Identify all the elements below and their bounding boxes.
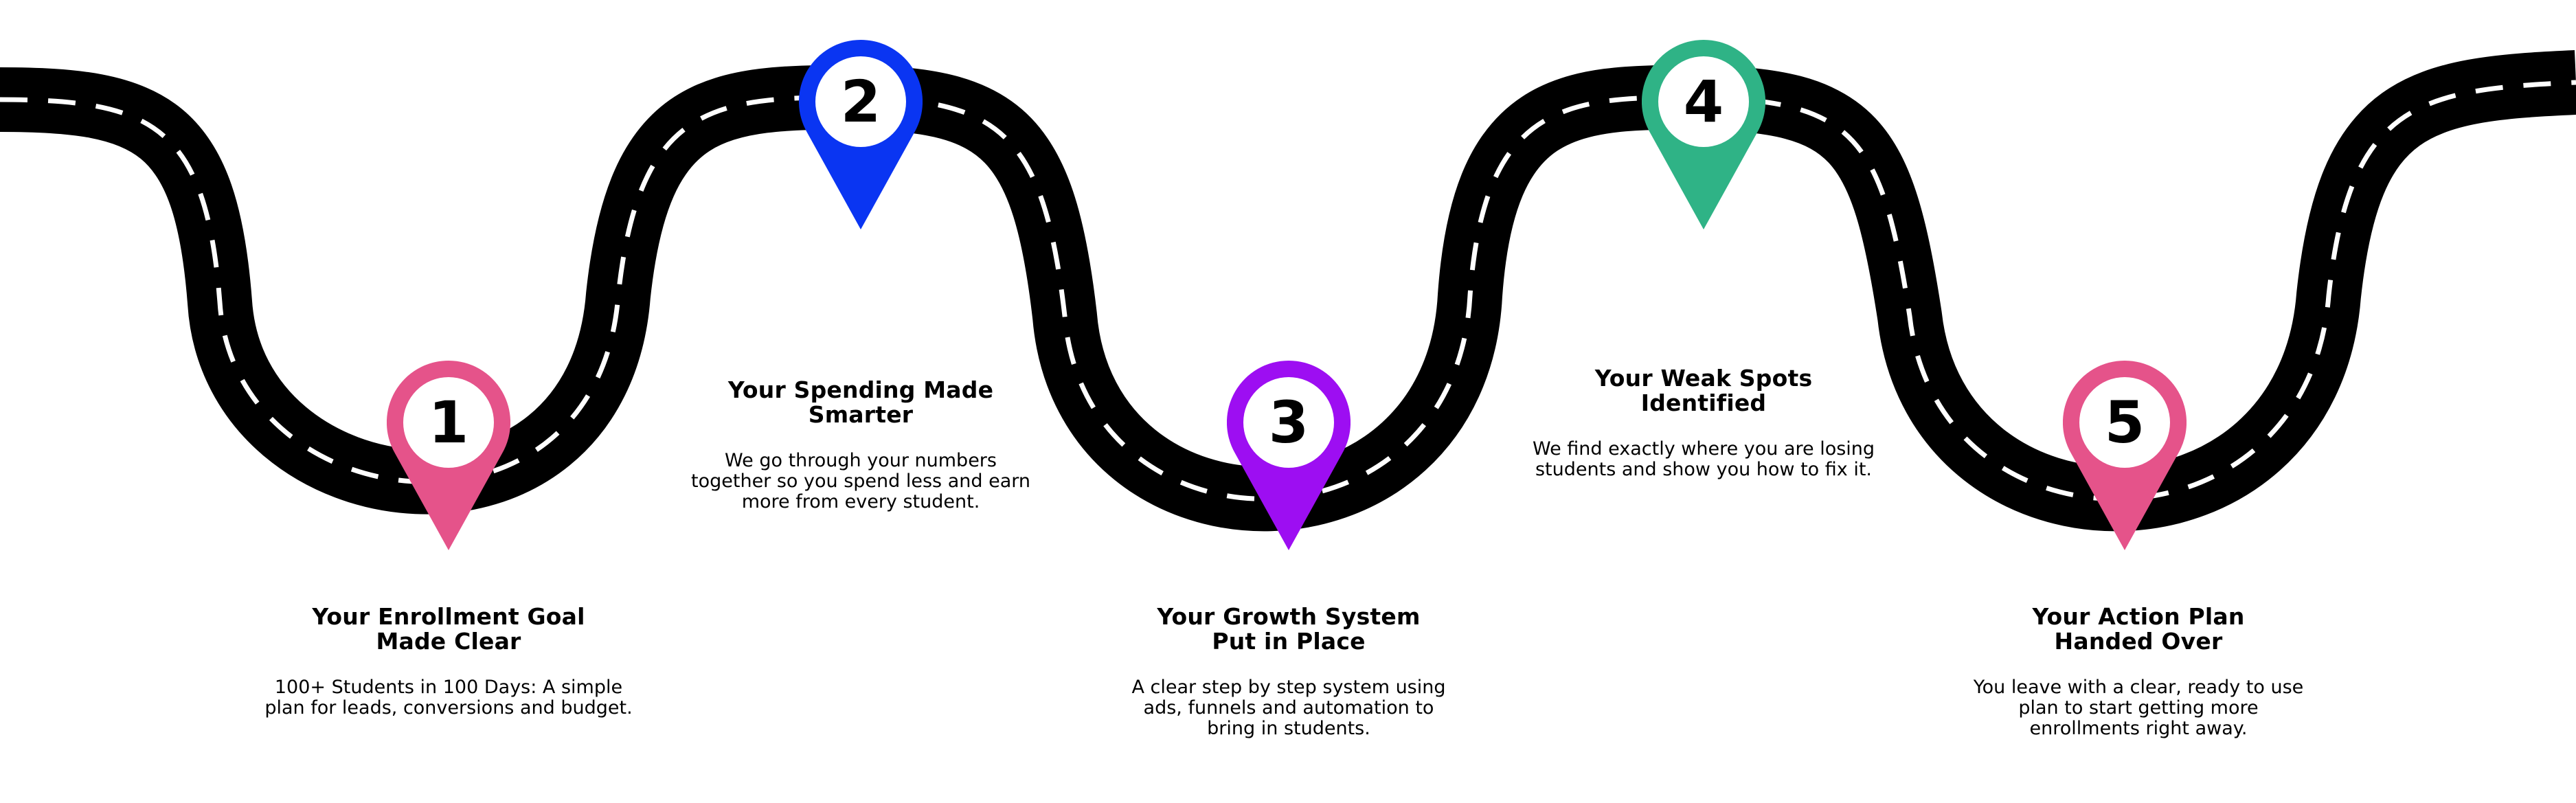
- step-title-line: Put in Place: [1212, 628, 1366, 655]
- step-description-line: 100+ Students in 100 Days: A simple: [274, 677, 623, 698]
- step-description-line: plan for leads, conversions and budget.: [264, 697, 633, 719]
- pin-number: 3: [1268, 389, 1309, 456]
- map-pin-icon: [2063, 361, 2187, 550]
- step-description-line: We go through your numbers: [725, 450, 997, 471]
- step-1-text: Your Enrollment Goal Made Clear 100+ Stu…: [263, 604, 634, 719]
- step-description: A clear step by step system using ads, f…: [1103, 677, 1474, 739]
- step-title: Your Spending Made Smarter: [675, 378, 1046, 427]
- step-title-line: Your Action Plan: [2032, 603, 2245, 630]
- step-title-line: Your Growth System: [1157, 603, 1421, 630]
- pin-inner-circle: [403, 377, 494, 468]
- pin-number: 5: [2104, 389, 2145, 456]
- pin-step-2: 2: [799, 40, 923, 229]
- step-2-text: Your Spending Made Smarter We go through…: [675, 378, 1046, 512]
- map-pin-icon: [1642, 40, 1765, 229]
- step-description-line: We find exactly where you are losing: [1532, 438, 1875, 460]
- pin-step-1: 1: [387, 361, 510, 550]
- pin-number: 2: [840, 68, 881, 135]
- pin-step-3: 3: [1227, 361, 1351, 550]
- step-title-line: Your Spending Made: [727, 376, 994, 403]
- step-description: 100+ Students in 100 Days: A simple plan…: [263, 677, 634, 719]
- step-description-line: students and show you how to fix it.: [1535, 459, 1873, 480]
- step-description-line: ads, funnels and automation to: [1143, 697, 1434, 719]
- step-title: Your Weak Spots Identified: [1518, 366, 1889, 416]
- step-description-line: more from every student.: [741, 491, 980, 512]
- pin-step-4: 4: [1642, 40, 1765, 229]
- pin-number: 4: [1683, 68, 1724, 135]
- step-title-line: Identified: [1640, 389, 1767, 416]
- step-description-line: enrollments right away.: [2029, 718, 2248, 739]
- step-description: You leave with a clear, ready to use pla…: [1953, 677, 2324, 739]
- pin-inner-circle: [2079, 377, 2170, 468]
- step-title: Your Growth System Put in Place: [1103, 604, 1474, 654]
- pin-inner-circle: [1243, 377, 1334, 468]
- pin-number: 1: [428, 389, 469, 456]
- pin-inner-circle: [815, 56, 906, 147]
- map-pin-icon: [1227, 361, 1351, 550]
- step-title-line: Smarter: [808, 401, 914, 428]
- step-title-line: Made Clear: [376, 628, 521, 655]
- step-5-text: Your Action Plan Handed Over You leave w…: [1953, 604, 2324, 739]
- step-3-text: Your Growth System Put in Place A clear …: [1103, 604, 1474, 739]
- step-description-line: You leave with a clear, ready to use: [1973, 677, 2304, 698]
- step-description: We go through your numbers together so y…: [675, 451, 1046, 512]
- map-pin-icon: [387, 361, 510, 550]
- map-pin-icon: [799, 40, 923, 229]
- step-4-text: Your Weak Spots Identified We find exact…: [1518, 366, 1889, 480]
- step-title-line: Your Enrollment Goal: [312, 603, 585, 630]
- step-description: We find exactly where you are losing stu…: [1518, 439, 1889, 480]
- step-title: Your Enrollment Goal Made Clear: [263, 604, 634, 654]
- step-description-line: together so you spend less and earn: [691, 471, 1030, 492]
- step-title-line: Your Weak Spots: [1594, 365, 1813, 392]
- step-description-line: A clear step by step system using: [1131, 677, 1446, 698]
- pin-step-5: 5: [2063, 361, 2187, 550]
- step-description-line: plan to start getting more: [2018, 697, 2259, 719]
- step-title-line: Handed Over: [2054, 628, 2223, 655]
- step-title: Your Action Plan Handed Over: [1953, 604, 2324, 654]
- pin-inner-circle: [1658, 56, 1749, 147]
- step-description-line: bring in students.: [1207, 718, 1370, 739]
